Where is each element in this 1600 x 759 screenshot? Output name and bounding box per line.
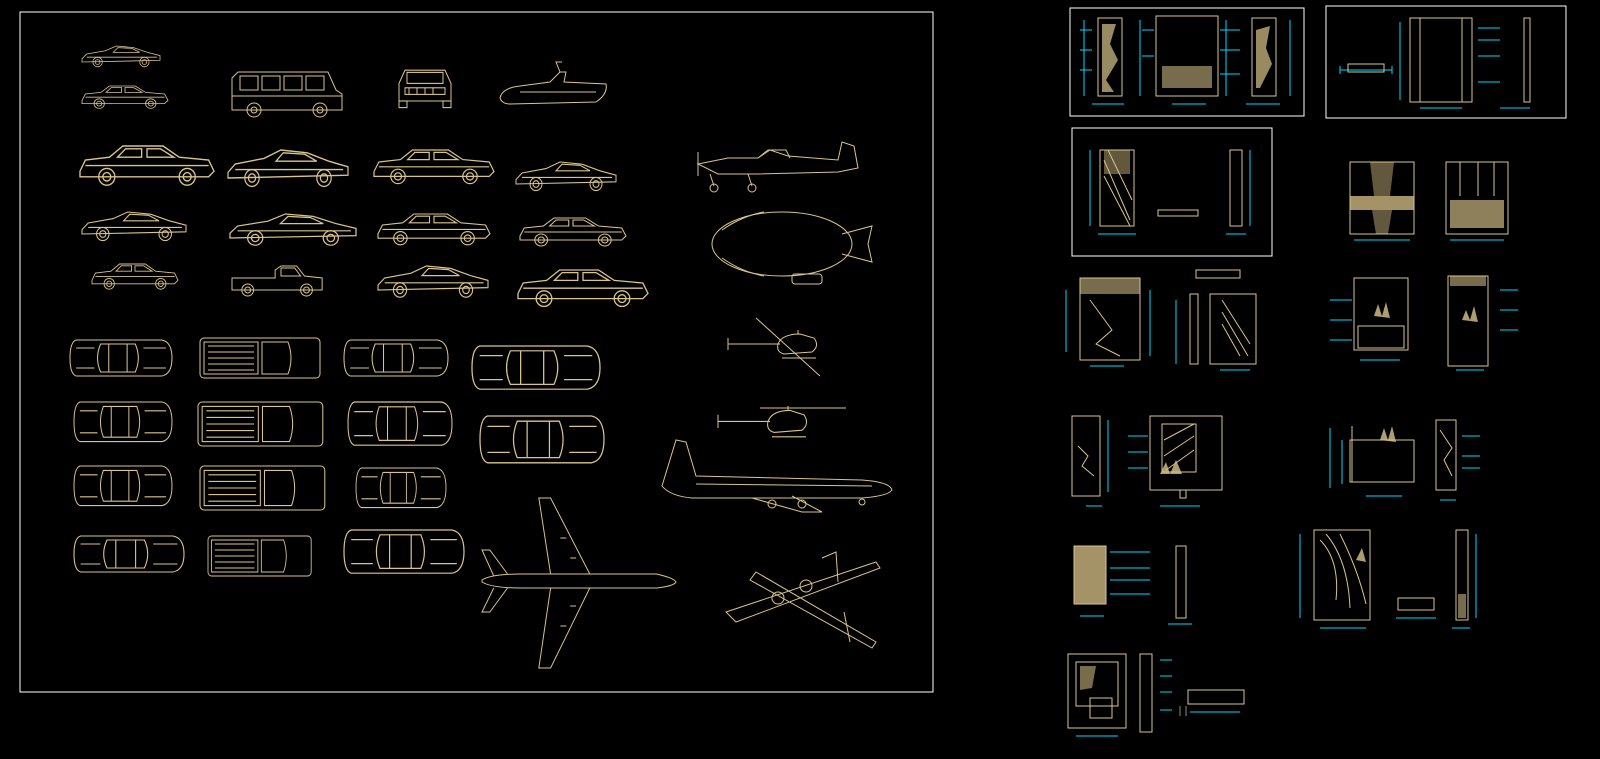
car-icon[interactable] [73, 535, 185, 573]
airplane-icon[interactable] [661, 439, 893, 513]
car-icon[interactable] [471, 345, 601, 390]
airplane-icon[interactable] [725, 551, 881, 649]
airplane-icon[interactable] [697, 141, 859, 193]
car-icon[interactable] [73, 465, 173, 507]
car-icon[interactable] [199, 337, 321, 379]
detail-panel-1[interactable] [1069, 7, 1305, 117]
car-icon[interactable] [231, 71, 343, 118]
cars-plan-view [69, 337, 605, 577]
joinery-detail-sheets [1065, 5, 1567, 737]
car-icon[interactable] [81, 45, 161, 68]
detail-panel-11[interactable] [1067, 653, 1245, 737]
aircraft [481, 141, 893, 669]
cars-side-elevation [79, 45, 649, 308]
detail-panel-10[interactable] [1299, 529, 1477, 629]
car-icon[interactable] [231, 265, 323, 297]
car-icon[interactable] [79, 145, 215, 186]
blimp-icon[interactable] [711, 211, 873, 285]
car-icon[interactable] [197, 401, 324, 447]
car-icon[interactable] [479, 415, 605, 464]
car-icon[interactable] [398, 69, 452, 109]
car-icon[interactable] [519, 217, 627, 247]
car-icon[interactable] [73, 401, 173, 443]
detail-panel-2[interactable] [1325, 5, 1567, 119]
car-icon[interactable] [81, 85, 169, 109]
jetski-icon[interactable] [499, 61, 607, 105]
car-icon[interactable] [377, 213, 491, 246]
car-icon[interactable] [347, 401, 453, 446]
helicopter-icon[interactable] [717, 405, 808, 438]
detail-panel-5[interactable] [1065, 269, 1257, 371]
detail-panel-9[interactable] [1073, 545, 1192, 625]
car-icon[interactable] [343, 339, 449, 377]
car-icon[interactable] [343, 529, 465, 574]
helicopter-icon[interactable] [727, 329, 818, 359]
airplane-icon[interactable] [481, 497, 677, 669]
detail-panel-8[interactable] [1329, 419, 1480, 501]
car-icon[interactable] [91, 263, 179, 290]
car-icon[interactable] [227, 149, 349, 188]
car-icon[interactable] [199, 465, 326, 511]
car-icon[interactable] [69, 339, 173, 377]
car-icon[interactable] [377, 265, 489, 298]
car-icon[interactable] [517, 269, 649, 308]
detail-panel-7[interactable] [1071, 415, 1223, 507]
detail-panel-3[interactable] [1071, 127, 1273, 257]
car-icon[interactable] [207, 535, 312, 577]
detail-panel-6[interactable] [1330, 275, 1518, 371]
car-icon[interactable] [81, 211, 187, 242]
car-icon[interactable] [515, 161, 617, 192]
car-icon[interactable] [229, 213, 357, 246]
detail-panel-4[interactable] [1349, 161, 1509, 241]
car-icon[interactable] [373, 149, 495, 185]
car-icon[interactable] [355, 467, 447, 509]
vehicle-sheet-border[interactable] [19, 11, 934, 693]
